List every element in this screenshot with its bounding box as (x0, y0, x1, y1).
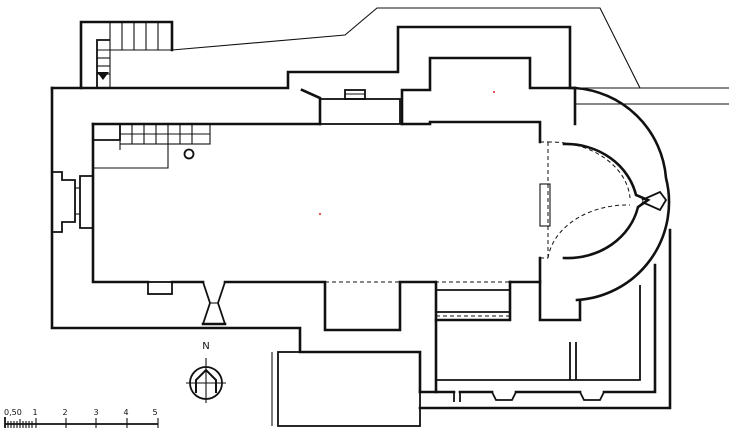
south-annex (418, 228, 672, 410)
interior-stair (93, 123, 211, 169)
scale-label-1: 1 (32, 408, 37, 417)
north-arrow-icon: N (186, 341, 226, 403)
apse (539, 86, 671, 302)
nave (91, 120, 549, 332)
west-entrance (52, 171, 93, 233)
scale-label-3: 3 (93, 408, 98, 417)
font-icon (183, 148, 195, 160)
scale-bar: 0,50 1 2 3 4 5 (4, 408, 159, 428)
red-mark (319, 213, 321, 215)
stair-arrow-icon (97, 72, 109, 80)
site-boundary (171, 7, 729, 105)
outer-walls (50, 25, 577, 394)
red-mark (493, 91, 495, 93)
north-annex (319, 89, 401, 125)
scale-label-0: 0,50 (4, 408, 22, 417)
north-label: N (202, 341, 209, 352)
scale-label-5: 5 (152, 408, 157, 417)
scale-label-4: 4 (123, 408, 128, 417)
south-porch (271, 351, 421, 427)
south-door (201, 281, 227, 326)
scale-label-2: 2 (62, 408, 67, 417)
south-niche (147, 281, 173, 295)
stair-tower (79, 20, 174, 90)
